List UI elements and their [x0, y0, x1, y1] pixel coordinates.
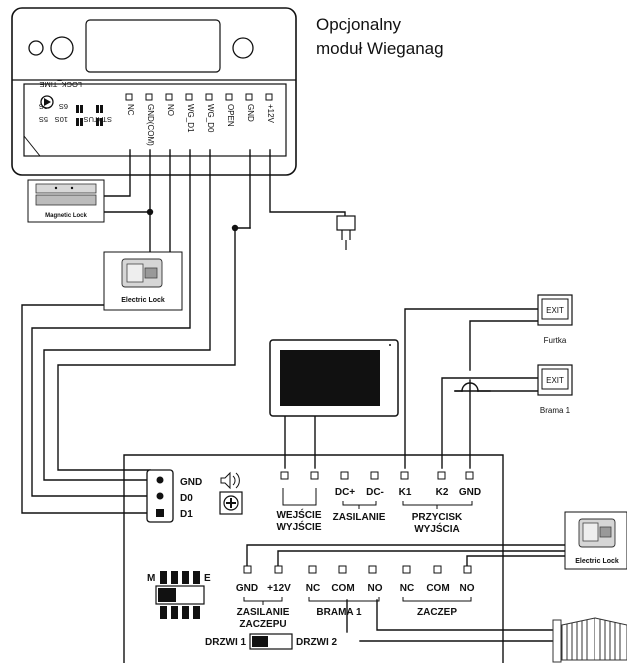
group-latch: ZACZEP: [417, 607, 457, 618]
group-input-line1: WEJŚCIE: [276, 508, 321, 521]
reader-connector: [146, 469, 174, 523]
exit-button-furtka: EXIT Furtka: [537, 294, 573, 345]
magnetic-lock: Magnetic Lock: [27, 179, 105, 223]
terminal-dc-minus: DC-: [366, 487, 384, 498]
reader-pin-gnd: GND: [180, 477, 202, 488]
group-exit-line1: PRZYCISK: [412, 512, 463, 523]
group-gate: BRAMA 1: [316, 607, 362, 618]
exit-caption-furtka: Furtka: [544, 336, 567, 345]
terminal-gnd: GND: [246, 104, 255, 122]
door-switch-left-label: DRZWI 1: [205, 637, 247, 648]
power-plug-icon: [336, 215, 356, 250]
mount-hole-icon: [232, 37, 254, 59]
group-exit-line2: WYJŚCIA: [414, 522, 460, 535]
dip-label-lock-time: LOCK_TIME: [39, 80, 82, 89]
exit-caption-brama: Brama 1: [540, 406, 571, 415]
electric-lock-left-label: Electric Lock: [121, 297, 165, 304]
me-switch[interactable]: [155, 571, 205, 619]
magnetic-lock-label: Magnetic Lock: [45, 213, 87, 219]
group-lock-power-line2: ZACZEPU: [239, 619, 286, 630]
group-power: ZASILANIE: [333, 512, 386, 523]
mount-hole-icon: [50, 36, 74, 60]
gate-icon: [552, 617, 627, 663]
terminal-lock-gnd: GND: [236, 583, 258, 594]
title-line-2: moduł Wieganag: [316, 39, 444, 58]
terminal-12v: +12V: [266, 104, 275, 124]
controller-board: [123, 454, 504, 663]
terminal-latch-com: COM: [426, 583, 449, 594]
terminal-gate-nc: NC: [306, 583, 320, 594]
terminal-gate-no: NO: [368, 583, 383, 594]
electric-lock-right: Electric Lock: [564, 511, 627, 570]
dip-label-5s: 5S: [39, 115, 48, 124]
dip-label-6s: 6S: [59, 102, 68, 111]
speaker-icon: [220, 471, 240, 490]
terminal-gate-com: COM: [331, 583, 354, 594]
title-line-1: Opcjonalny: [316, 15, 402, 34]
group-input-line2: WYJŚCIE: [276, 520, 321, 533]
monitor: [269, 339, 399, 417]
terminal-dc-plus: DC+: [335, 487, 355, 498]
terminal-latch-no: NO: [460, 583, 475, 594]
reader-pin-d0: D0: [180, 493, 193, 504]
switch-m-label: M: [147, 573, 155, 584]
led-icon: [28, 40, 44, 56]
terminal-latch-nc: NC: [400, 583, 414, 594]
dip-label-10s: 10S: [55, 115, 68, 124]
terminal-open: OPEN: [226, 104, 235, 127]
terminal-k2: K2: [436, 487, 449, 498]
wiegand-module: STATUS 10S 5S 6S 2S LOCK_TIME NC GND(COM…: [11, 7, 297, 176]
terminal-gnd-exit: GND: [459, 487, 481, 498]
electric-lock-right-label: Electric Lock: [575, 558, 619, 565]
wires: [21, 149, 591, 642]
door-switch-right-label: DRZWI 2: [296, 637, 338, 648]
switch-e-label: E: [204, 573, 211, 584]
terminal-nc: NC: [126, 104, 135, 116]
exit-button-brama: EXIT Brama 1: [537, 364, 573, 415]
terminal-no: NO: [166, 104, 175, 116]
volume-knob-icon: [219, 491, 243, 515]
group-lock-power-line1: ZASILANIE: [237, 607, 290, 618]
electric-lock-left: Electric Lock: [103, 251, 183, 311]
terminal-lock-12v: +12V: [267, 583, 291, 594]
terminal-gnd-com: GND(COM): [146, 104, 155, 146]
exit-label-furtka: EXIT: [546, 306, 564, 315]
reader-pin-d1: D1: [180, 509, 193, 520]
terminal-wg-d0: WG_D0: [206, 104, 215, 133]
door-switch[interactable]: [249, 633, 293, 650]
exit-label-brama: EXIT: [546, 376, 564, 385]
terminal-k1: K1: [399, 487, 412, 498]
terminal-wg-d1: WG_D1: [186, 104, 195, 133]
